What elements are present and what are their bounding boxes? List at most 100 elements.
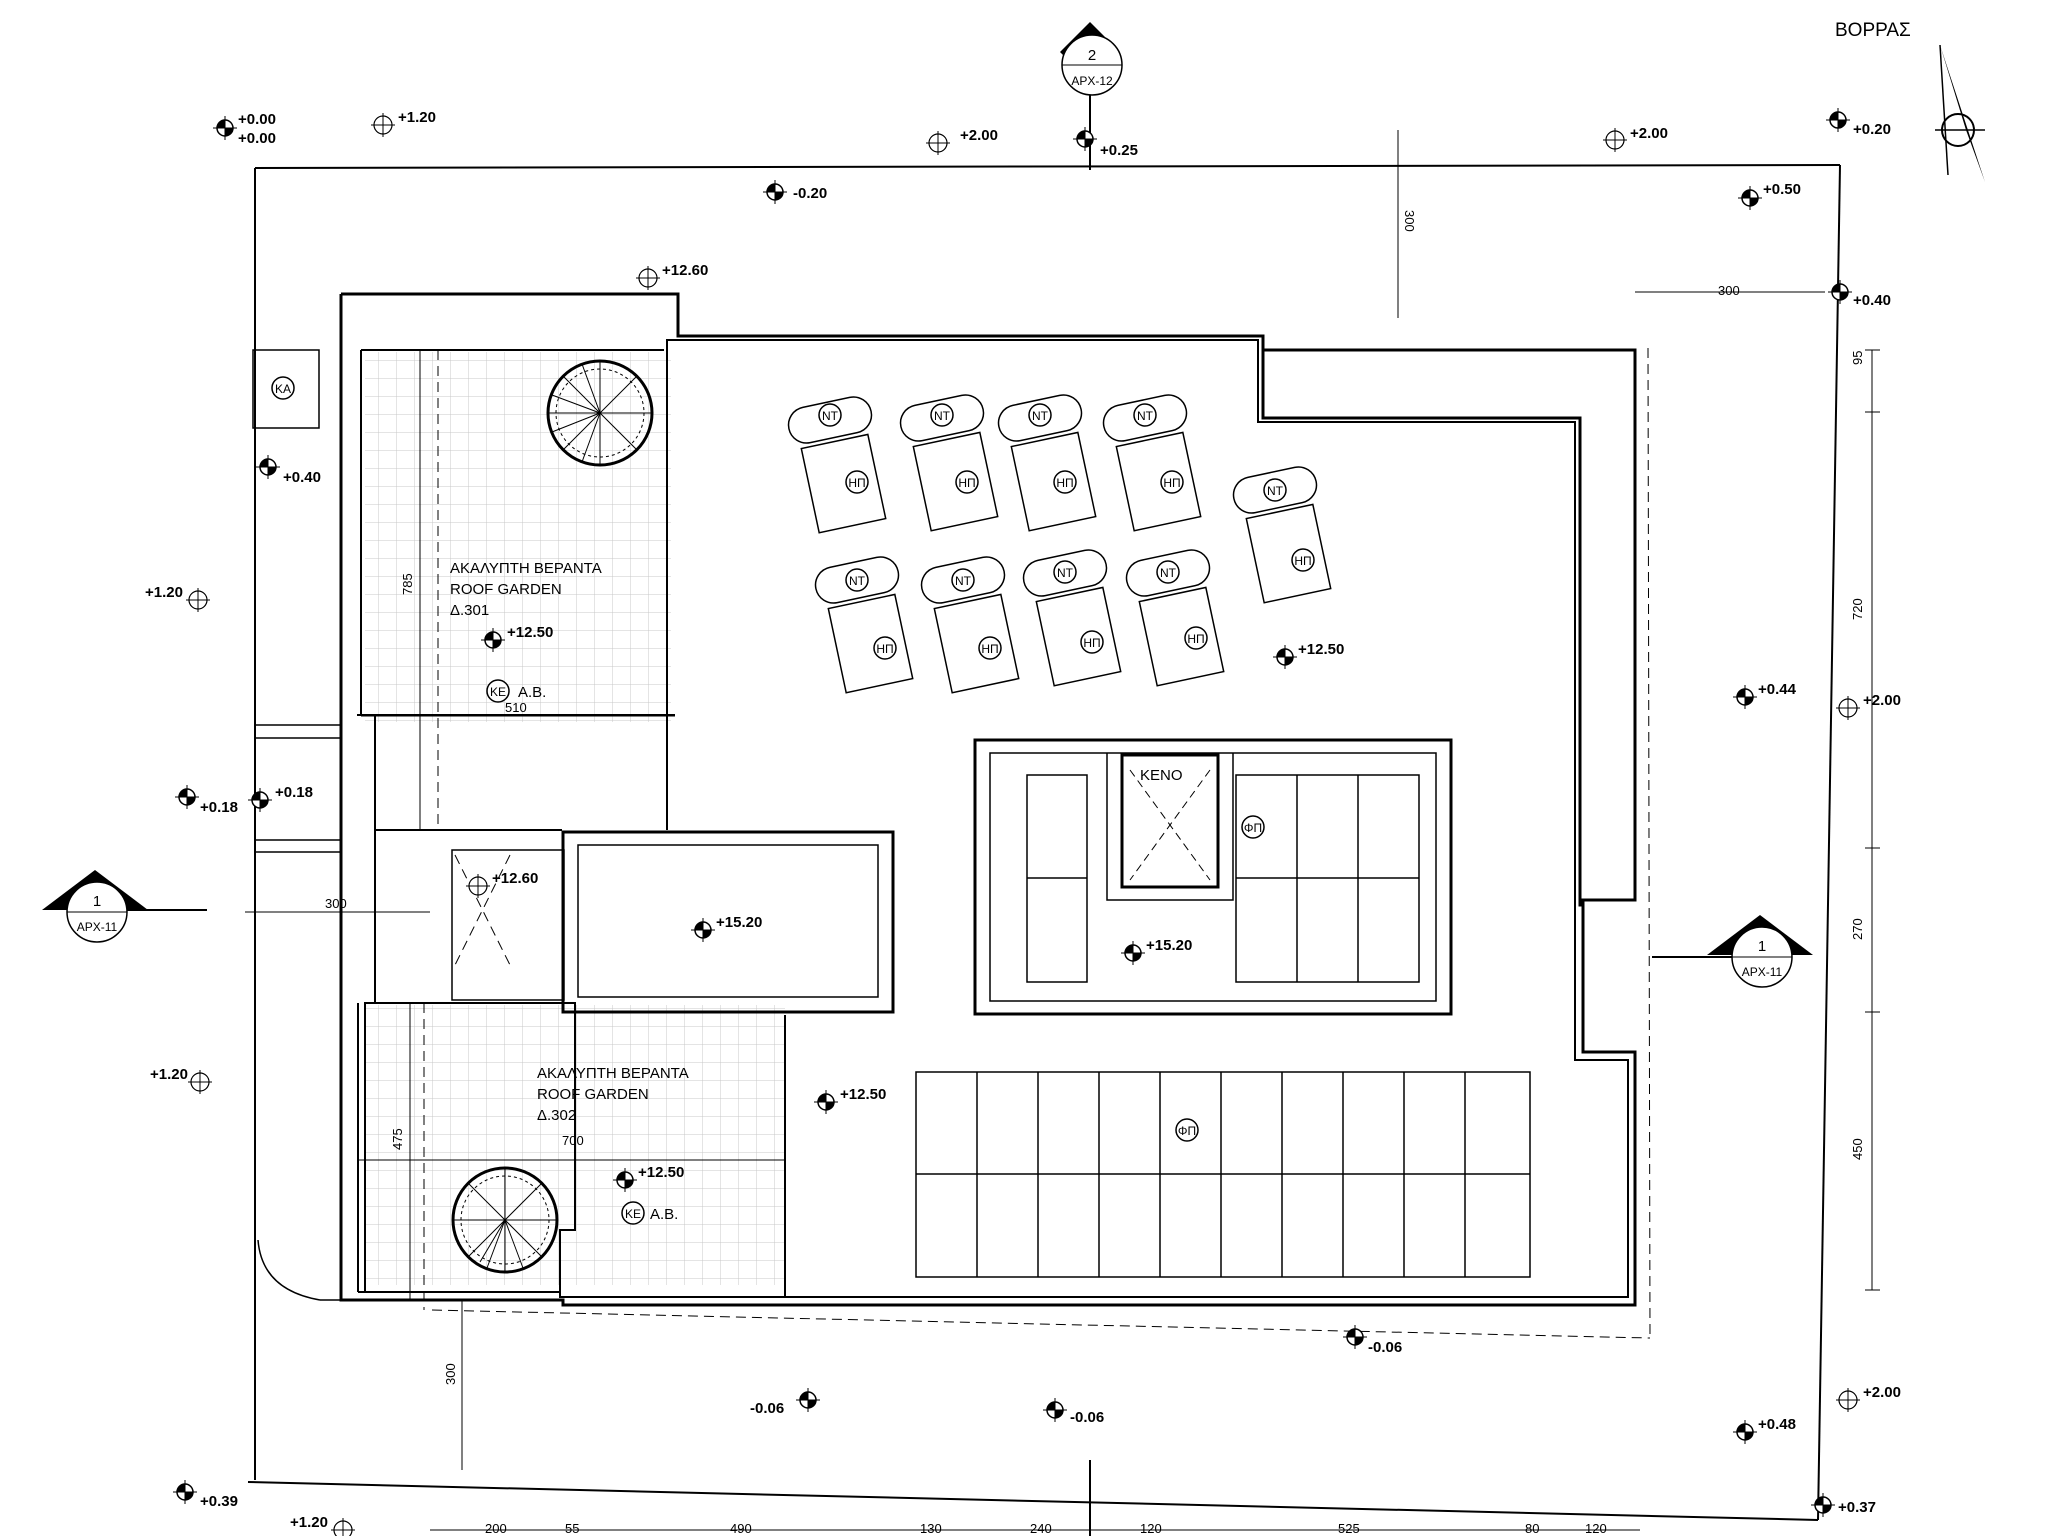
- svg-text:+2.00: +2.00: [960, 127, 998, 144]
- void-label: ΚΕΝΟ: [1140, 767, 1183, 784]
- svg-text:ΝΤ: ΝΤ: [955, 574, 972, 588]
- svg-text:475: 475: [390, 1128, 405, 1150]
- svg-text:+2.00: +2.00: [1863, 692, 1901, 709]
- north-arrow: ΒΟΡΡΑΣ: [1835, 20, 1985, 182]
- svg-text:ΑΚΑΛΥΠΤΗ ΒΕΡΑΝΤΑ: ΑΚΑΛΥΠΤΗ ΒΕΡΑΝΤΑ: [450, 560, 602, 577]
- svg-text:525: 525: [1338, 1521, 1360, 1536]
- svg-text:+0.40: +0.40: [283, 469, 321, 486]
- svg-text:ΗΠ: ΗΠ: [958, 476, 975, 490]
- svg-text:+15.20: +15.20: [1146, 937, 1192, 954]
- svg-text:ΦΠ: ΦΠ: [1178, 1124, 1196, 1138]
- svg-text:300: 300: [1718, 283, 1740, 298]
- svg-text:+2.00: +2.00: [1630, 125, 1668, 142]
- svg-text:+1.20: +1.20: [398, 109, 436, 126]
- svg-text:120: 120: [1585, 1521, 1607, 1536]
- level-markers: [172, 107, 1861, 1536]
- roof-garden-2-label: ΑΚΑΛΥΠΤΗ ΒΕΡΑΝΤΑ ROOF GARDEN Δ.302: [537, 1065, 689, 1124]
- svg-text:+0.18: +0.18: [275, 784, 313, 801]
- svg-text:ΝΤ: ΝΤ: [822, 409, 839, 423]
- svg-text:ΝΤ: ΝΤ: [934, 409, 951, 423]
- svg-text:ΚΕ: ΚΕ: [625, 1207, 641, 1221]
- svg-text:ΗΠ: ΗΠ: [1083, 636, 1100, 650]
- svg-text:95: 95: [1850, 351, 1865, 365]
- svg-text:+0.40: +0.40: [1853, 292, 1891, 309]
- svg-text:+1.20: +1.20: [290, 1514, 328, 1531]
- roof-garden-1-tiles: [365, 352, 671, 722]
- svg-text:ΚΑ: ΚΑ: [275, 382, 291, 396]
- ab-label-2: Α.Β.: [650, 1206, 678, 1223]
- svg-text:ΗΠ: ΗΠ: [1187, 632, 1204, 646]
- svg-text:+1.20: +1.20: [145, 584, 183, 601]
- svg-text:+12.60: +12.60: [662, 262, 708, 279]
- svg-text:+2.00: +2.00: [1863, 1384, 1901, 1401]
- svg-text:300: 300: [325, 896, 347, 911]
- svg-text:300: 300: [443, 1363, 458, 1385]
- svg-text:ΦΠ: ΦΠ: [1244, 821, 1262, 835]
- svg-text:-0.06: -0.06: [750, 1400, 784, 1417]
- symbol-badge-labels: ΚΑ ΝΤ ΝΤ ΝΤ ΝΤ ΝΤ ΝΤ ΝΤ ΝΤ ΝΤ ΗΠ ΗΠ ΗΠ Η…: [275, 382, 1312, 1221]
- svg-text:ΝΤ: ΝΤ: [1032, 409, 1049, 423]
- svg-text:120: 120: [1140, 1521, 1162, 1536]
- spiral-stair-1: [546, 359, 654, 467]
- svg-text:130: 130: [920, 1521, 942, 1536]
- svg-text:ΝΤ: ΝΤ: [1267, 484, 1284, 498]
- svg-text:55: 55: [565, 1521, 579, 1536]
- svg-text:-0.06: -0.06: [1368, 1339, 1402, 1356]
- svg-text:785: 785: [400, 573, 415, 595]
- svg-text:240: 240: [1030, 1521, 1052, 1536]
- svg-text:Δ.302: Δ.302: [537, 1107, 576, 1124]
- svg-text:-0.06: -0.06: [1070, 1409, 1104, 1426]
- svg-text:270: 270: [1850, 918, 1865, 940]
- svg-text:+0.25: +0.25: [1100, 142, 1138, 159]
- left-side-elements: [252, 349, 400, 1301]
- section-marker-right: 1 ΑΡΧ-11: [1652, 915, 1813, 988]
- symbol-badges: [271, 376, 1315, 1225]
- svg-text:720: 720: [1850, 598, 1865, 620]
- building-outline: [339, 292, 1637, 1307]
- svg-text:ΗΠ: ΗΠ: [1294, 554, 1311, 568]
- svg-text:ΑΡΧ-11: ΑΡΧ-11: [1742, 965, 1783, 979]
- solar-panel-array: [915, 1071, 1531, 1278]
- svg-text:-0.20: -0.20: [793, 185, 827, 202]
- svg-text:+0.48: +0.48: [1758, 1416, 1796, 1433]
- svg-text:ΗΠ: ΗΠ: [1056, 476, 1073, 490]
- svg-text:+0.37: +0.37: [1838, 1499, 1876, 1516]
- svg-text:ΑΚΑΛΥΠΤΗ ΒΕΡΑΝΤΑ: ΑΚΑΛΥΠΤΗ ΒΕΡΑΝΤΑ: [537, 1065, 689, 1082]
- svg-text:ΗΠ: ΗΠ: [1163, 476, 1180, 490]
- svg-text:200: 200: [485, 1521, 507, 1536]
- svg-text:1: 1: [93, 893, 101, 910]
- svg-text:80: 80: [1525, 1521, 1539, 1536]
- solar-heaters: [787, 394, 1332, 694]
- svg-text:+0.00: +0.00: [238, 111, 276, 128]
- spiral-stair-2: [451, 1166, 559, 1274]
- roof-garden-1-label: ΑΚΑΛΥΠΤΗ ΒΕΡΑΝΤΑ ROOF GARDEN Δ.301: [450, 560, 602, 619]
- svg-text:+12.50: +12.50: [638, 1164, 684, 1181]
- plot-boundary: [247, 164, 1841, 1521]
- svg-text:+0.00: +0.00: [238, 130, 276, 147]
- svg-text:+12.50: +12.50: [507, 624, 553, 641]
- svg-text:ROOF GARDEN: ROOF GARDEN: [537, 1086, 649, 1103]
- svg-text:1: 1: [1758, 938, 1766, 955]
- svg-text:490: 490: [730, 1521, 752, 1536]
- building-inner-lines: [357, 339, 1629, 1298]
- svg-text:ΝΤ: ΝΤ: [1160, 566, 1177, 580]
- raised-block-right: [973, 738, 1453, 1016]
- svg-text:ΗΠ: ΗΠ: [981, 642, 998, 656]
- svg-text:2: 2: [1088, 47, 1096, 64]
- svg-text:+12.50: +12.50: [840, 1086, 886, 1103]
- section-marker-top: 2 ΑΡΧ-12: [1060, 22, 1123, 170]
- svg-text:+0.50: +0.50: [1763, 181, 1801, 198]
- north-label: ΒΟΡΡΑΣ: [1835, 20, 1911, 41]
- level-values: +0.00 +0.00 +1.20 +2.00 +0.25 +2.00 +0.2…: [145, 109, 1901, 1531]
- svg-text:ROOF GARDEN: ROOF GARDEN: [450, 581, 562, 598]
- svg-text:ΑΡΧ-12: ΑΡΧ-12: [1071, 74, 1113, 88]
- svg-text:ΝΤ: ΝΤ: [849, 574, 866, 588]
- svg-text:+0.18: +0.18: [200, 799, 238, 816]
- section-marker-left: 1 ΑΡΧ-11: [42, 870, 207, 943]
- svg-text:ΗΠ: ΗΠ: [848, 476, 865, 490]
- svg-text:+15.20: +15.20: [716, 914, 762, 931]
- svg-text:ΚΕ: ΚΕ: [490, 685, 506, 699]
- svg-text:450: 450: [1850, 1138, 1865, 1160]
- dimension-lines: [245, 130, 1880, 1531]
